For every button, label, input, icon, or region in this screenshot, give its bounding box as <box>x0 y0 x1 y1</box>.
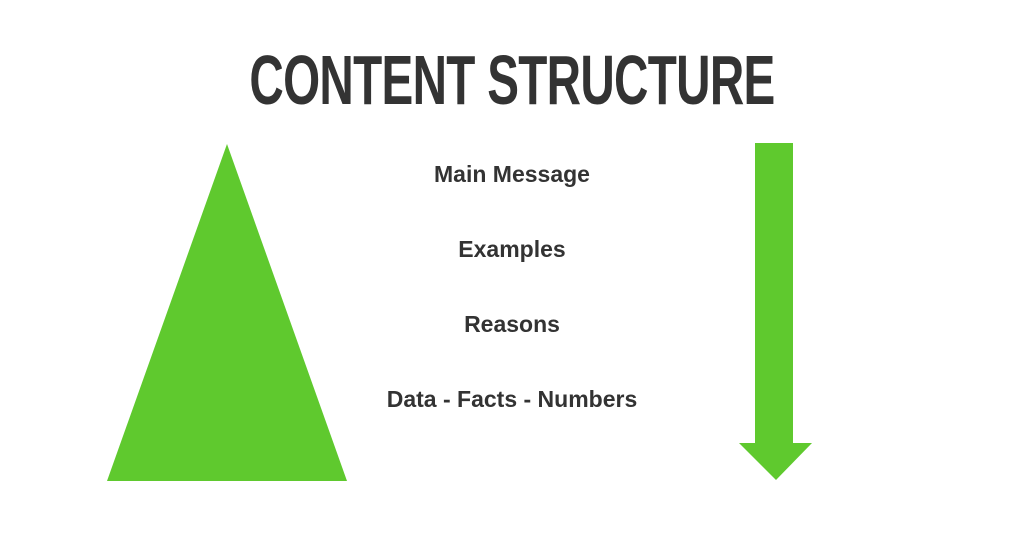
pyramid-triangle-icon <box>107 144 347 481</box>
page-title: CONTENT STRUCTURE <box>249 41 775 119</box>
structure-item-reasons: Reasons <box>464 311 560 337</box>
structure-item-examples: Examples <box>458 236 566 262</box>
arrow-down-icon <box>739 143 812 480</box>
structure-item-main-message: Main Message <box>434 161 590 187</box>
structure-item-data-facts-numbers: Data - Facts - Numbers <box>386 386 638 412</box>
